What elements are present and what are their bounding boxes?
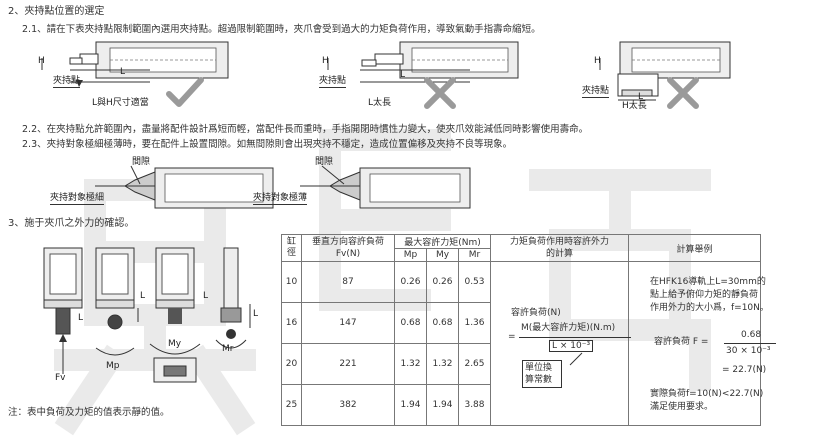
example-conclusion-line2: 滿足使用要求。 (650, 402, 714, 412)
example-denominator: 30 × 10⁻³ (726, 346, 771, 356)
example-result: = 22.7(N) (722, 365, 767, 375)
formula-denominator: L × 10⁻³ (549, 340, 594, 353)
example-lhs: 容許負荷 F = (654, 337, 709, 347)
grip-point-figure-ok (41, 41, 229, 87)
example-intro-line2: 點上給予俯仰力矩的靜負荷 (650, 290, 759, 300)
example-numerator: 0.68 (741, 330, 762, 340)
length-label: L (253, 309, 259, 319)
check-mark-icon (166, 77, 204, 107)
header-max-moment: 最大容許力矩(Nm) (394, 234, 491, 249)
cross-mark-icon (424, 77, 456, 109)
fig3-grip-label: 夾持點 (582, 86, 610, 98)
moment-spec-table: 缸徑 垂直方向容許負荷Fv(N) 最大容許力矩(Nm) 力矩負荷作用時容許外力的… (281, 234, 761, 426)
section-3-title: 3、施于夾爪之外力的確認。 (8, 218, 135, 229)
section-2-title: 2、夾持點位置的選定 (8, 6, 105, 17)
grip-point-figure-h-too-long (599, 41, 731, 101)
fig3-l-label: L (638, 92, 644, 102)
my-label: My (168, 339, 182, 349)
length-label: L (203, 291, 209, 301)
example-intro-line1: 在HFK16導軌上L=30mm的 (650, 277, 766, 287)
fig1-caption: L與H尺寸適當 (92, 98, 149, 108)
example-conclusion-line1: 實際負荷f=10(N)<22.7(N) (650, 389, 764, 399)
fig1-h-label: H (38, 56, 45, 66)
length-label: L (78, 313, 84, 323)
example-cell (628, 261, 761, 426)
unit-conversion-note: 單位換算常數 (522, 360, 562, 388)
header-mp: Mp (394, 248, 427, 262)
fig3-caption: H太長 (622, 101, 647, 111)
header-bore-size: 缸徑 (281, 234, 302, 262)
mr-label: Mr (222, 344, 234, 354)
fig3-h-label: H (594, 56, 601, 66)
grip-point-figure-l-too-long (327, 41, 519, 83)
mp-label: Mp (106, 361, 120, 371)
header-formula: 力矩負荷作用時容許外力的計算 (490, 234, 629, 262)
paragraph-2-2: 2.2、在夾持點允許範圍內，盡量將配件設計爲短而輕，當配件長而重時，手指開閉時慣… (22, 124, 589, 135)
cross-mark-icon (667, 77, 699, 109)
header-example: 計算舉例 (628, 234, 761, 262)
formula-leader-line (569, 352, 583, 366)
paragraph-2-3: 2.3、夾持對象極細極薄時，要在配件上設置間隙。如無間隙則會出現夾持不穩定，造成… (22, 139, 513, 150)
thin-sheet-figure (300, 165, 471, 209)
external-force-diagrams (43, 247, 251, 383)
fig5-target-label: 夾持對象極薄 (253, 193, 308, 205)
header-mr: Mr (458, 248, 491, 262)
fig2-l-label: L (400, 70, 406, 80)
example-intro-line3: 作用外力的大小爲，f=10N。 (650, 303, 769, 313)
thin-object-figure (95, 165, 274, 209)
fig4-gap-label: 間隙 (132, 157, 151, 167)
fig4-target-label: 夾持對象極細 (50, 193, 105, 205)
formula-equals: = (508, 332, 516, 342)
length-label: L (140, 291, 146, 301)
header-vertical-load: 垂直方向容許負荷Fv(N) (301, 234, 395, 262)
fig5-gap-label: 間隙 (315, 157, 334, 167)
paragraph-2-1: 2.1、請在下表夾持點限制範圍內選用夾持點。超過限制範圍時，夾爪會受到過大的力矩… (22, 24, 541, 35)
formula-label: 容許負荷(N) (511, 308, 561, 318)
formula-cell (490, 261, 629, 426)
fig1-l-label: L (120, 67, 126, 77)
fig1-grip-label: 夾持點 (53, 76, 81, 88)
formula-numerator: M(最大容許力矩)(N.m) (521, 323, 616, 333)
fv-label: Fv (55, 373, 66, 383)
example-fraction-bar (724, 343, 776, 344)
table-note: 注：表中負荷及力矩的值表示靜的值。 (8, 407, 170, 418)
formula-fraction-bar (519, 337, 631, 338)
header-my: My (426, 248, 459, 262)
fig2-caption: L太長 (368, 98, 392, 108)
fig2-grip-label: 夾持點 (319, 76, 347, 88)
fig2-h-label: H (322, 56, 329, 66)
